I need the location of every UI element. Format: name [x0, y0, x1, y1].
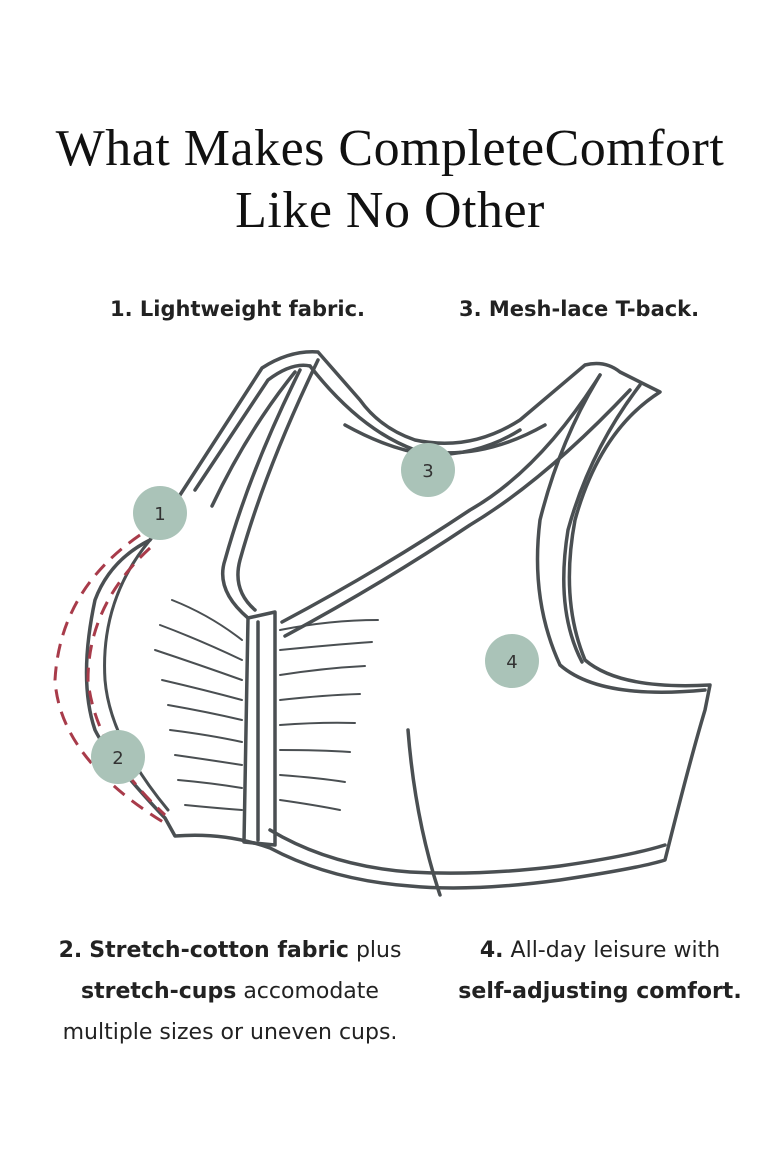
- description-2-line-2: stretch-cups accomodate: [20, 971, 440, 1012]
- label-mesh-lace-t-back: 3. Mesh-lace T-back.: [459, 297, 700, 321]
- badge-4: 4: [485, 634, 539, 688]
- t-back-outer: [308, 364, 547, 455]
- left-strap-line: [193, 363, 312, 492]
- title-line-1: What Makes CompleteComfort: [55, 120, 725, 177]
- front-band: [242, 610, 277, 847]
- neckline-2: [283, 388, 632, 638]
- right-strap-outer: [535, 373, 707, 694]
- description-2-number: 2.: [58, 938, 83, 963]
- description-2-line-3: multiple sizes or uneven cups.: [62, 1020, 398, 1045]
- badge-3: 3: [401, 443, 455, 497]
- gathers: [154, 599, 379, 811]
- description-2-line-1: 2. Stretch-cotton fabric plus: [20, 930, 440, 971]
- description-4-line-2: self-adjusting comfort.: [440, 971, 760, 1012]
- t-back-strap-a: [220, 368, 302, 620]
- stretch-dash-outer: [53, 533, 169, 827]
- description-4-number: 4.: [479, 938, 504, 963]
- label-lightweight-fabric: 1. Lightweight fabric.: [110, 297, 365, 321]
- description-2: 2. Stretch-cotton fabric plus stretch-cu…: [20, 930, 440, 1053]
- garment-outline: [84, 350, 712, 890]
- description-2-text-2: accomodate: [243, 979, 379, 1004]
- badge-1: 1: [133, 486, 187, 540]
- description-4: 4. All-day leisure with self-adjusting c…: [440, 930, 760, 1012]
- badge-2: 2: [91, 730, 145, 784]
- badge-2-text: 2: [112, 748, 123, 769]
- description-4-line-1: 4. All-day leisure with: [440, 930, 760, 971]
- t-back-strap-b: [236, 358, 320, 612]
- badge-1-text: 1: [154, 504, 165, 525]
- title-line-2: Like No Other: [235, 182, 545, 239]
- right-strap-inner: [562, 383, 642, 664]
- description-4-text-1: All-day leisure with: [510, 938, 721, 963]
- description-2-bold-2: stretch-cups: [81, 979, 237, 1004]
- neckline: [280, 373, 602, 624]
- description-2-bold-1: Stretch-cotton fabric: [89, 938, 349, 963]
- badge-3-text: 3: [422, 461, 433, 482]
- badge-4-text: 4: [506, 652, 517, 673]
- underband: [268, 828, 667, 875]
- description-2-text-1: plus: [355, 938, 402, 963]
- left-strap-inner: [210, 370, 297, 508]
- description-4-bold-1: self-adjusting comfort.: [458, 979, 742, 1004]
- side-seam: [406, 728, 442, 897]
- page-title: What Makes CompleteComfort Like No Other: [0, 118, 780, 242]
